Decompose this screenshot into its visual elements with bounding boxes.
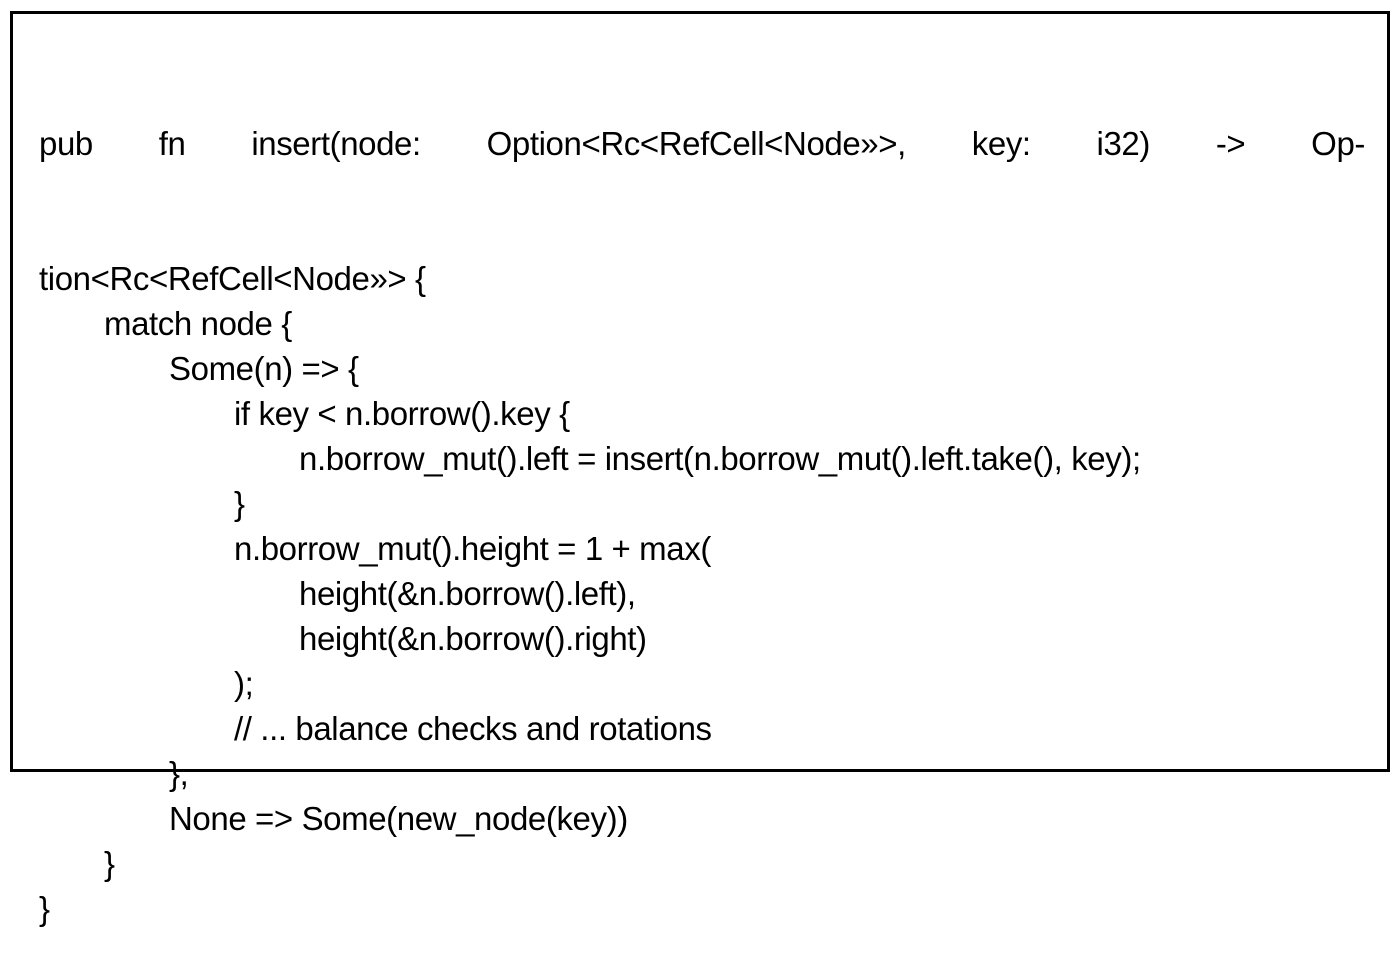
code-token: key: xyxy=(971,125,1031,162)
code-line: height(&n.borrow().left), xyxy=(299,575,636,612)
code-line: None => Some(new_node(key)) xyxy=(169,800,628,837)
code-token: insert(node: xyxy=(251,125,421,162)
code-line: Some(n) => { xyxy=(169,350,359,387)
code-line: n.borrow_mut().height = 1 + max( xyxy=(234,530,711,567)
code-listing: pub fn insert(node: Option<Rc<RefCell<Node»… xyxy=(10,11,1390,927)
code-line: tion<Rc<RefCell<Node»> { xyxy=(39,260,426,297)
code-line: n.borrow_mut().left = insert(n.borrow_mu… xyxy=(299,440,1141,477)
code-line: }, xyxy=(169,755,189,792)
code-token: Option<Rc<RefCell<Node»>, xyxy=(486,125,907,162)
code-line: height(&n.borrow().right) xyxy=(299,620,647,657)
code-line: if key < n.borrow().key { xyxy=(234,395,570,432)
code-line: match node { xyxy=(104,305,292,342)
code-line: } xyxy=(39,890,50,927)
code-token: pub xyxy=(39,125,93,162)
code-token: i32) xyxy=(1096,125,1151,162)
code-line-wrapped-signature: pub fn insert(node: Option<Rc<RefCell<Node»… xyxy=(39,121,1365,166)
code-line: } xyxy=(234,485,245,522)
code-line: // ... balance checks and rotations xyxy=(234,710,712,747)
code-line: } xyxy=(104,845,115,882)
code-token: Op- xyxy=(1311,125,1365,162)
code-token: -> xyxy=(1215,125,1246,162)
code-token: fn xyxy=(158,125,186,162)
code-lines-container: tion<Rc<RefCell<Node»> { match node { Some… xyxy=(39,256,1365,931)
code-line: ); xyxy=(234,665,254,702)
